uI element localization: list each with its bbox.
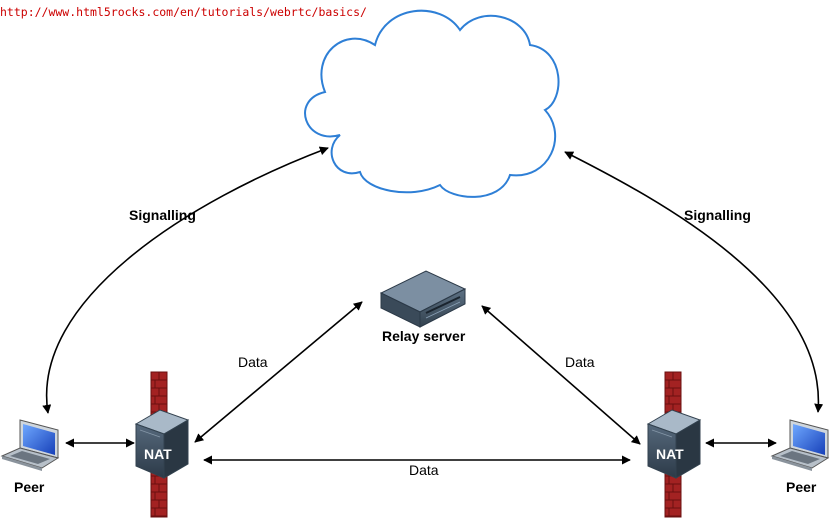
data-label-right: Data <box>565 354 595 370</box>
laptop-icon-left <box>0 419 60 471</box>
data-label-bottom: Data <box>409 462 439 478</box>
source-url[interactable]: http://www.html5rocks.com/en/tutorials/w… <box>0 5 367 19</box>
peer-label-right: Peer <box>786 479 817 495</box>
router-icon-right <box>646 409 702 479</box>
laptop-icon-right <box>770 419 830 471</box>
data-arrow-left <box>194 301 363 443</box>
signalling-label-right: Signalling <box>684 207 751 223</box>
nat-label-left: NAT <box>144 446 172 462</box>
signalling-arrow-left <box>42 146 329 414</box>
data-label-left: Data <box>238 354 268 370</box>
router-icon-left <box>134 409 190 479</box>
data-arrow-right <box>481 305 641 445</box>
peer-label-left: Peer <box>14 479 45 495</box>
signalling-label-left: Signalling <box>129 207 196 223</box>
server-icon <box>379 270 467 328</box>
relay-server-label: Relay server <box>382 328 466 344</box>
signalling-arrow-right <box>564 151 824 413</box>
nat-label-right: NAT <box>656 446 684 462</box>
cloud-icon <box>304 9 560 198</box>
